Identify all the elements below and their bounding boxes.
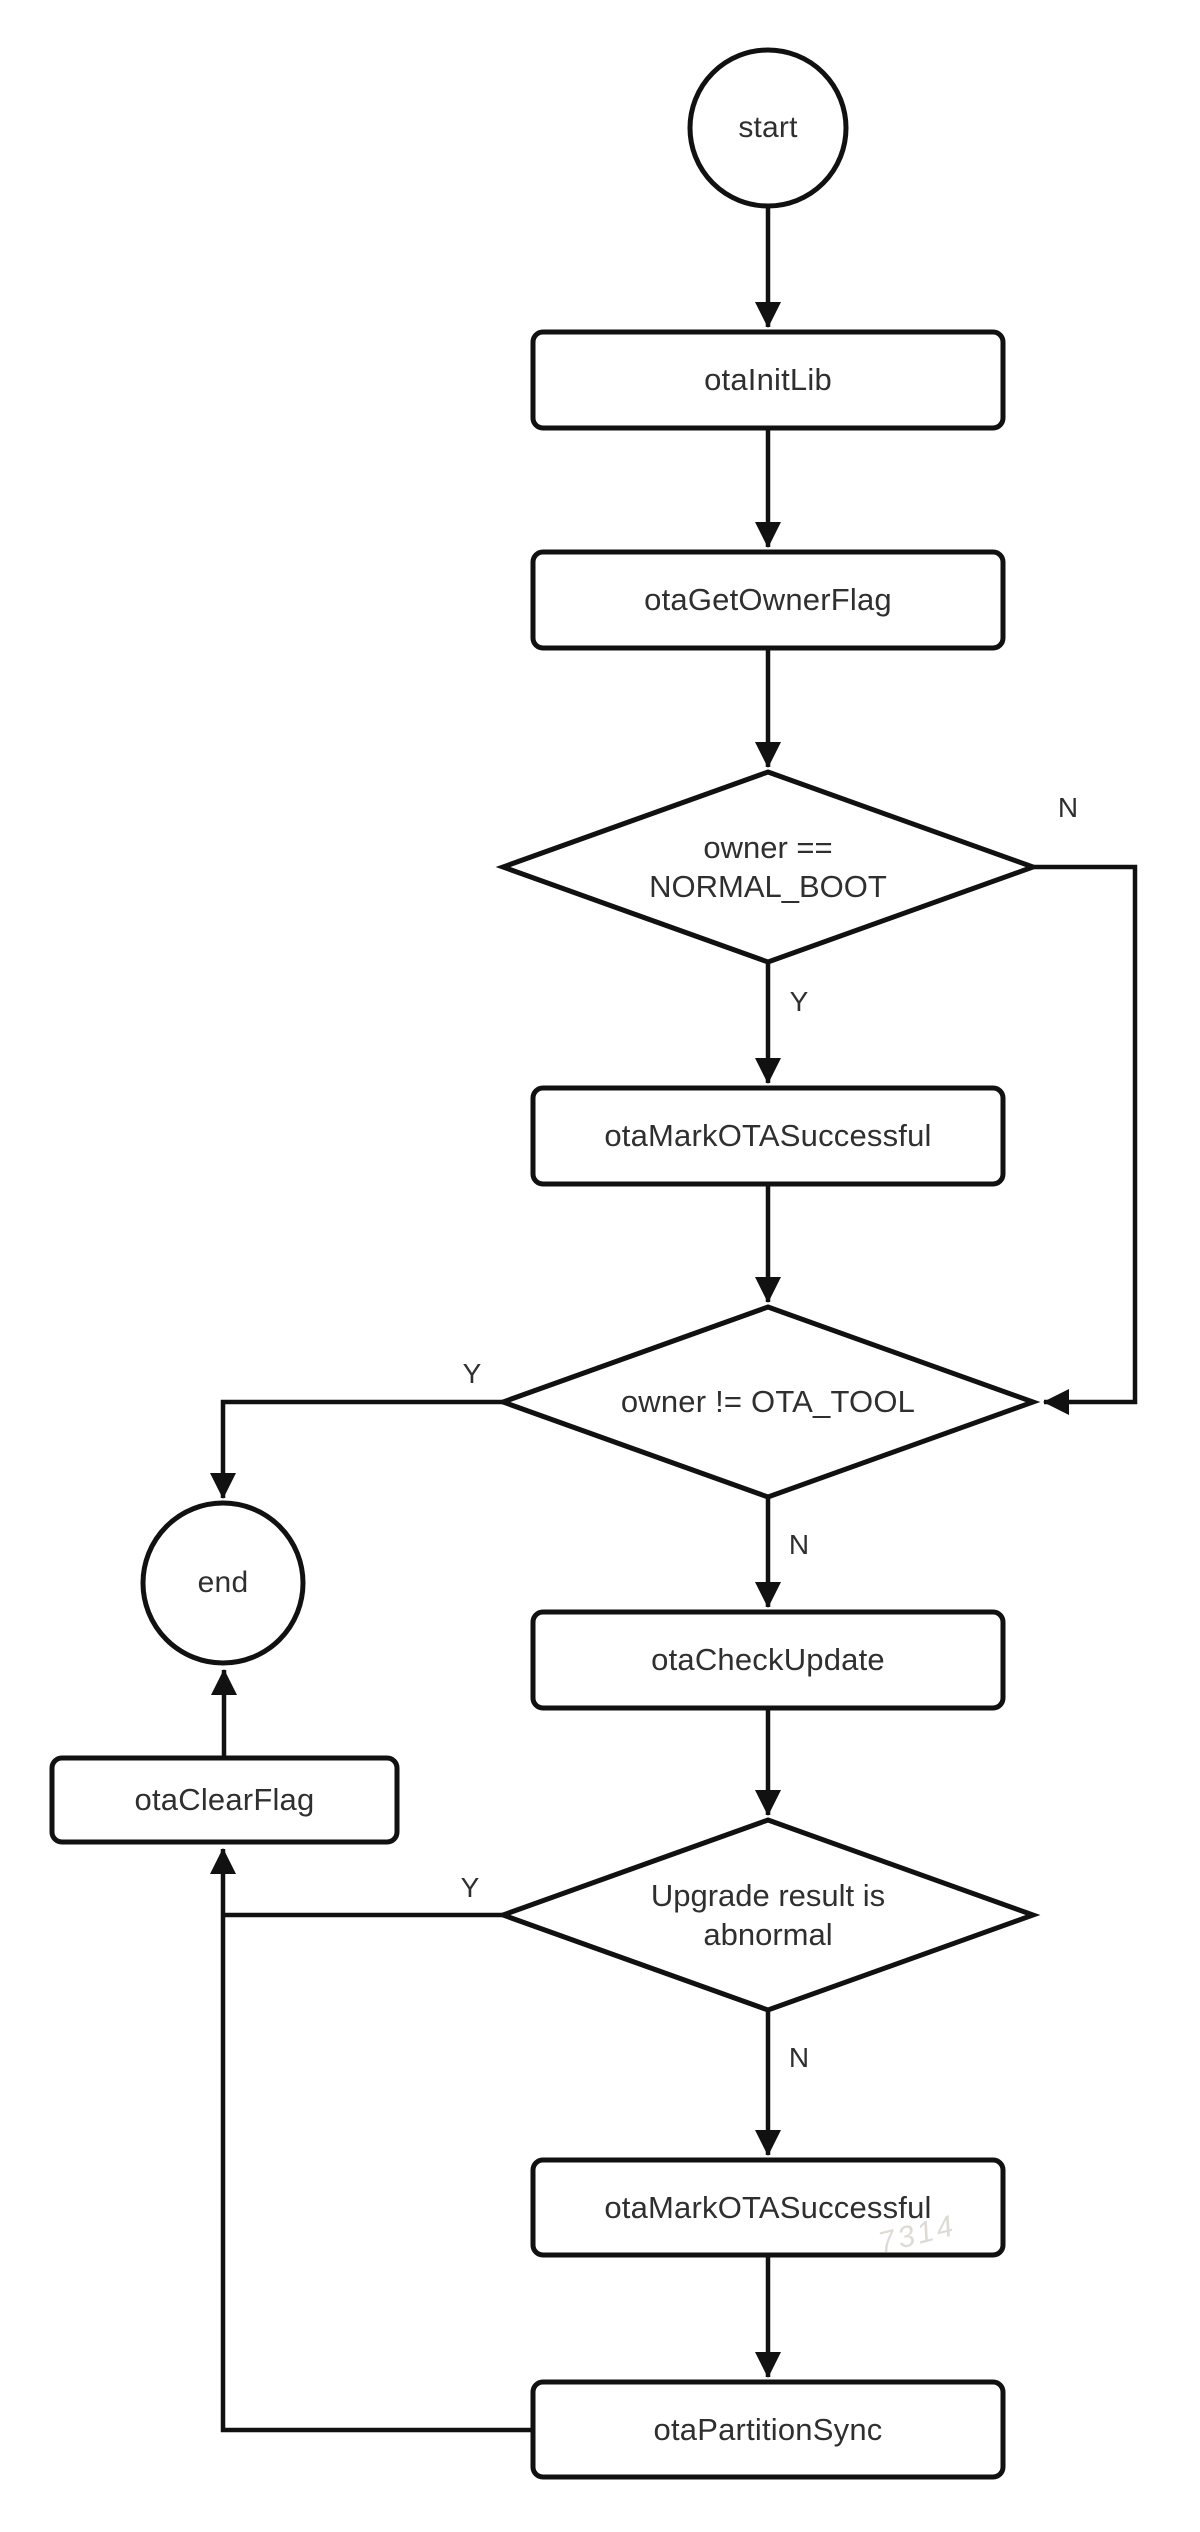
decision-owner-normal-boot <box>495 769 1041 965</box>
decision-owner-normal-boot-line2: NORMAL_BOOT <box>649 869 887 904</box>
ota-mark-ota-successful-label-1: otaMarkOTASuccessful <box>604 1118 932 1153</box>
decision-owner-normal-boot-label: owner == NORMAL_BOOT <box>533 815 1003 919</box>
end-circle <box>140 1500 306 1666</box>
ota-clear-flag-box <box>49 1755 400 1845</box>
ota-partition-sync-label: otaPartitionSync <box>653 2411 883 2447</box>
ota-check-update-label: otaCheckUpdate <box>651 1642 885 1677</box>
start-circle <box>687 47 849 209</box>
branch-label-d2-yes: Y <box>462 1358 482 1389</box>
ota-mark-ota-successful-label-2: otaMarkOTASuccessful <box>604 2189 932 2225</box>
branch-label-d1-yes: Y <box>789 986 809 1017</box>
edge-d2-yes-to-end <box>210 1399 503 1499</box>
edge-sync-loop-to-clear <box>210 1848 533 2433</box>
branch-label-d3-yes: Y <box>460 1872 480 1903</box>
decision-owner-not-ota-tool-label: owner != OTA_TOOL <box>620 1384 916 1419</box>
decision-upgrade-result-line1: Upgrade result is <box>650 1878 886 1913</box>
ota-init-lib-box <box>530 329 1006 431</box>
branch-label-d1-no: N <box>1057 792 1079 823</box>
ota-mark-ota-successful-box-1 <box>530 1085 1006 1187</box>
ota-init-lib-label: otaInitLib <box>704 362 832 397</box>
end-label: end <box>197 1566 249 1599</box>
ota-check-update-box <box>530 1609 1006 1711</box>
decision-upgrade-result-abnormal <box>495 1817 1041 2013</box>
branch-label-d2-no: N <box>788 1529 810 1560</box>
ota-clear-flag-label: otaClearFlag <box>134 1782 315 1817</box>
ota-partition-sync-box <box>530 2379 1006 2480</box>
edge-d1-no-to-d2 <box>1033 864 1138 1415</box>
ota-get-owner-flag-box <box>530 549 1006 651</box>
branch-label-d3-no: N <box>788 2042 810 2073</box>
decision-owner-normal-boot-line1: owner == <box>703 830 833 865</box>
decision-upgrade-result-abnormal-label: Upgrade result is abnormal <box>533 1863 1003 1967</box>
decision-upgrade-result-line2: abnormal <box>703 1917 833 1952</box>
start-label: start <box>738 111 798 144</box>
ota-get-owner-flag-label: otaGetOwnerFlag <box>644 582 892 617</box>
decision-owner-not-ota-tool <box>495 1304 1041 1500</box>
ota-mark-ota-successful-box-2 <box>530 2157 1006 2258</box>
